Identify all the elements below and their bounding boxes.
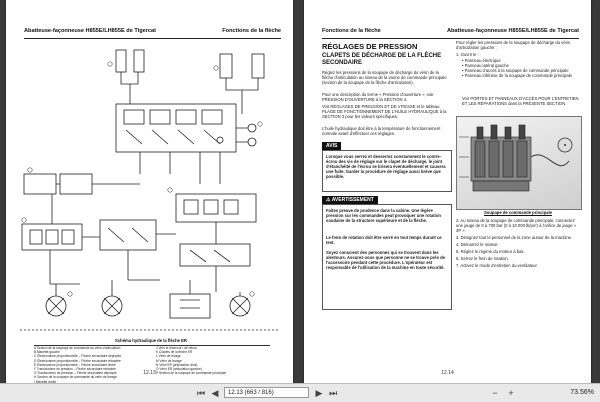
- step-1: 1. Ouvrir le :: [456, 52, 479, 57]
- step-item: 4. Démarrez le moteur.: [456, 242, 499, 247]
- notice-tag: AVIS: [322, 142, 342, 150]
- caption-divider: [34, 345, 270, 346]
- legend-item: F Transducteur de pression – Flèche seco…: [34, 367, 116, 372]
- warning-tag: ⚠ AVERTISSEMENT: [322, 196, 378, 204]
- see-reference: Voir PORTES ET PANNEAUX D'ACCÈS POUR L'E…: [462, 96, 579, 106]
- schematic-caption: Schéma hydraulique de la flèche ER: [115, 338, 187, 343]
- legend-item: M Vérin de levage: [156, 358, 182, 363]
- warning-tag-label: AVERTISSEMENT: [331, 197, 374, 203]
- legend-item: I Manette droite: [34, 379, 57, 384]
- warning-text: Faites preuve de prudence dans la cabine…: [326, 208, 441, 223]
- step-item: 6. Serrez le frein de rotation.: [456, 256, 509, 261]
- bullet-list: • Panneau électrique • Panneau latéral g…: [462, 58, 580, 78]
- bullet-item: • Panneau d'accès à la soupape de comman…: [462, 68, 569, 73]
- right-header-section: Fonctions de la flèche: [322, 28, 381, 34]
- legend-item: A Section de la soupape de commande du v…: [34, 346, 121, 350]
- step-item: 5. Réglez le régime du moteur à bas.: [456, 249, 525, 254]
- left-header-title: Abatteuse-façonneuse H855E/LH855E de Tig…: [24, 28, 157, 34]
- legend-item: N Vérin ER (articulation droit): [156, 362, 198, 367]
- legend-right-column: J Vers le réservoir / de retour K Clapet…: [156, 346, 274, 375]
- step-item: 7. Activez le mode d'entretien du ventil…: [456, 263, 538, 268]
- legend-item: O Vérin ER (articulation gauche): [156, 367, 202, 372]
- next-page-button[interactable]: ▶: [315, 388, 323, 398]
- zoom-out-button[interactable]: −: [492, 388, 498, 398]
- left-page-number: 12.13: [143, 370, 156, 376]
- figure-caption: Soupape de commande principale: [484, 210, 552, 215]
- section-title: RÉGLAGES DE PRESSION: [322, 42, 418, 51]
- hydraulic-schematic: [20, 49, 278, 331]
- legend-item: E Électrovanne proportionnelle – Flèche …: [34, 362, 116, 367]
- warning-box: Faites preuve de prudence dans la cabine…: [322, 204, 452, 310]
- left-page: Abatteuse-façonneuse H855E/LH855E de Tig…: [6, 0, 293, 384]
- bullet-item: • Panneau inférieur de la soupape de com…: [462, 73, 572, 78]
- step-item: 3. Désignez tout le personnel de la zone…: [456, 235, 573, 240]
- left-header-section: Fonctions de la flèche: [222, 28, 281, 34]
- bullet-item: • Panneau électrique: [462, 58, 501, 63]
- zoom-in-button[interactable]: +: [508, 388, 514, 398]
- page-number-input[interactable]: 12.13 (663 / 816): [224, 387, 309, 398]
- warning-text: Le frein de rotation doit être serré en …: [326, 235, 442, 245]
- notice-box: Lorsque vous serrez et desserrez constam…: [322, 150, 452, 192]
- paragraph: Pour une description du terme « Pression…: [322, 92, 434, 102]
- legend-item: J Vers le réservoir / de retour: [156, 346, 197, 350]
- paragraph: L'huile hydraulique doit être à la tempé…: [322, 126, 441, 136]
- right-page-number: 12.14: [441, 370, 454, 376]
- valve-illustration: [459, 124, 573, 192]
- section-subtitle: CLAPETS DE DÉCHARGE DE LA FLÈCHE SECONDA…: [322, 53, 442, 66]
- legend-item: C Électrovanne proportionnelle – Flèche …: [34, 354, 122, 359]
- bullet-item: • Panneau latéral gauche: [462, 63, 509, 68]
- legend-item: P Section de la soupape de commande prin…: [156, 371, 227, 376]
- zoom-level[interactable]: 73.56%: [570, 389, 594, 396]
- steps-list: 2. Au niveau de la soupape de commande p…: [456, 218, 580, 270]
- intro-text: Pour régler les pressions de la soupape …: [456, 40, 571, 50]
- right-page-header: Fonctions de la flèche Abatteuse-façonne…: [322, 28, 579, 39]
- right-page: Fonctions de la flèche Abatteuse-façonne…: [304, 0, 591, 384]
- legend-item: L Vérin de levage: [156, 354, 181, 359]
- warning-icon: ⚠: [326, 197, 332, 203]
- valve-photo: [456, 116, 582, 210]
- warning-text: Soyez conscient des personnes qui se tro…: [326, 250, 445, 270]
- viewer-statusbar: ⏮ ◀ 12.13 (663 / 816) ▶ ⏭ − + 73.56%: [0, 383, 600, 402]
- step-item: 2. Au niveau de la soupape de commande p…: [456, 218, 577, 233]
- legend-item: B Manette gauche: [34, 350, 60, 355]
- first-page-button[interactable]: ⏮: [196, 388, 206, 398]
- legend-item: H Section de la soupape de commande du v…: [34, 375, 117, 380]
- legend-item: D Électrovanne proportionnelle – Flèche …: [34, 358, 121, 363]
- paragraph: Voir RÉGLAGES DE PRESSION ET DE VITESSE …: [322, 104, 447, 119]
- legend-item: G Transducteur de pression – Flèche seco…: [34, 371, 117, 376]
- notice-text: Lorsque vous serrez et desserrez constam…: [326, 154, 446, 179]
- right-header-title: Abatteuse-façonneuse H855E/LH855E de Tig…: [446, 28, 579, 34]
- last-page-button[interactable]: ⏭: [328, 388, 338, 398]
- legend-left-column: A Section de la soupape de commande du v…: [34, 346, 154, 384]
- legend-item: K Clapets de la flèche ER: [156, 350, 193, 355]
- prev-page-button[interactable]: ◀: [211, 388, 219, 398]
- left-page-header: Abatteuse-façonneuse H855E/LH855E de Tig…: [24, 28, 281, 39]
- paragraph: Réglez les pressions de la soupape de dé…: [322, 70, 447, 85]
